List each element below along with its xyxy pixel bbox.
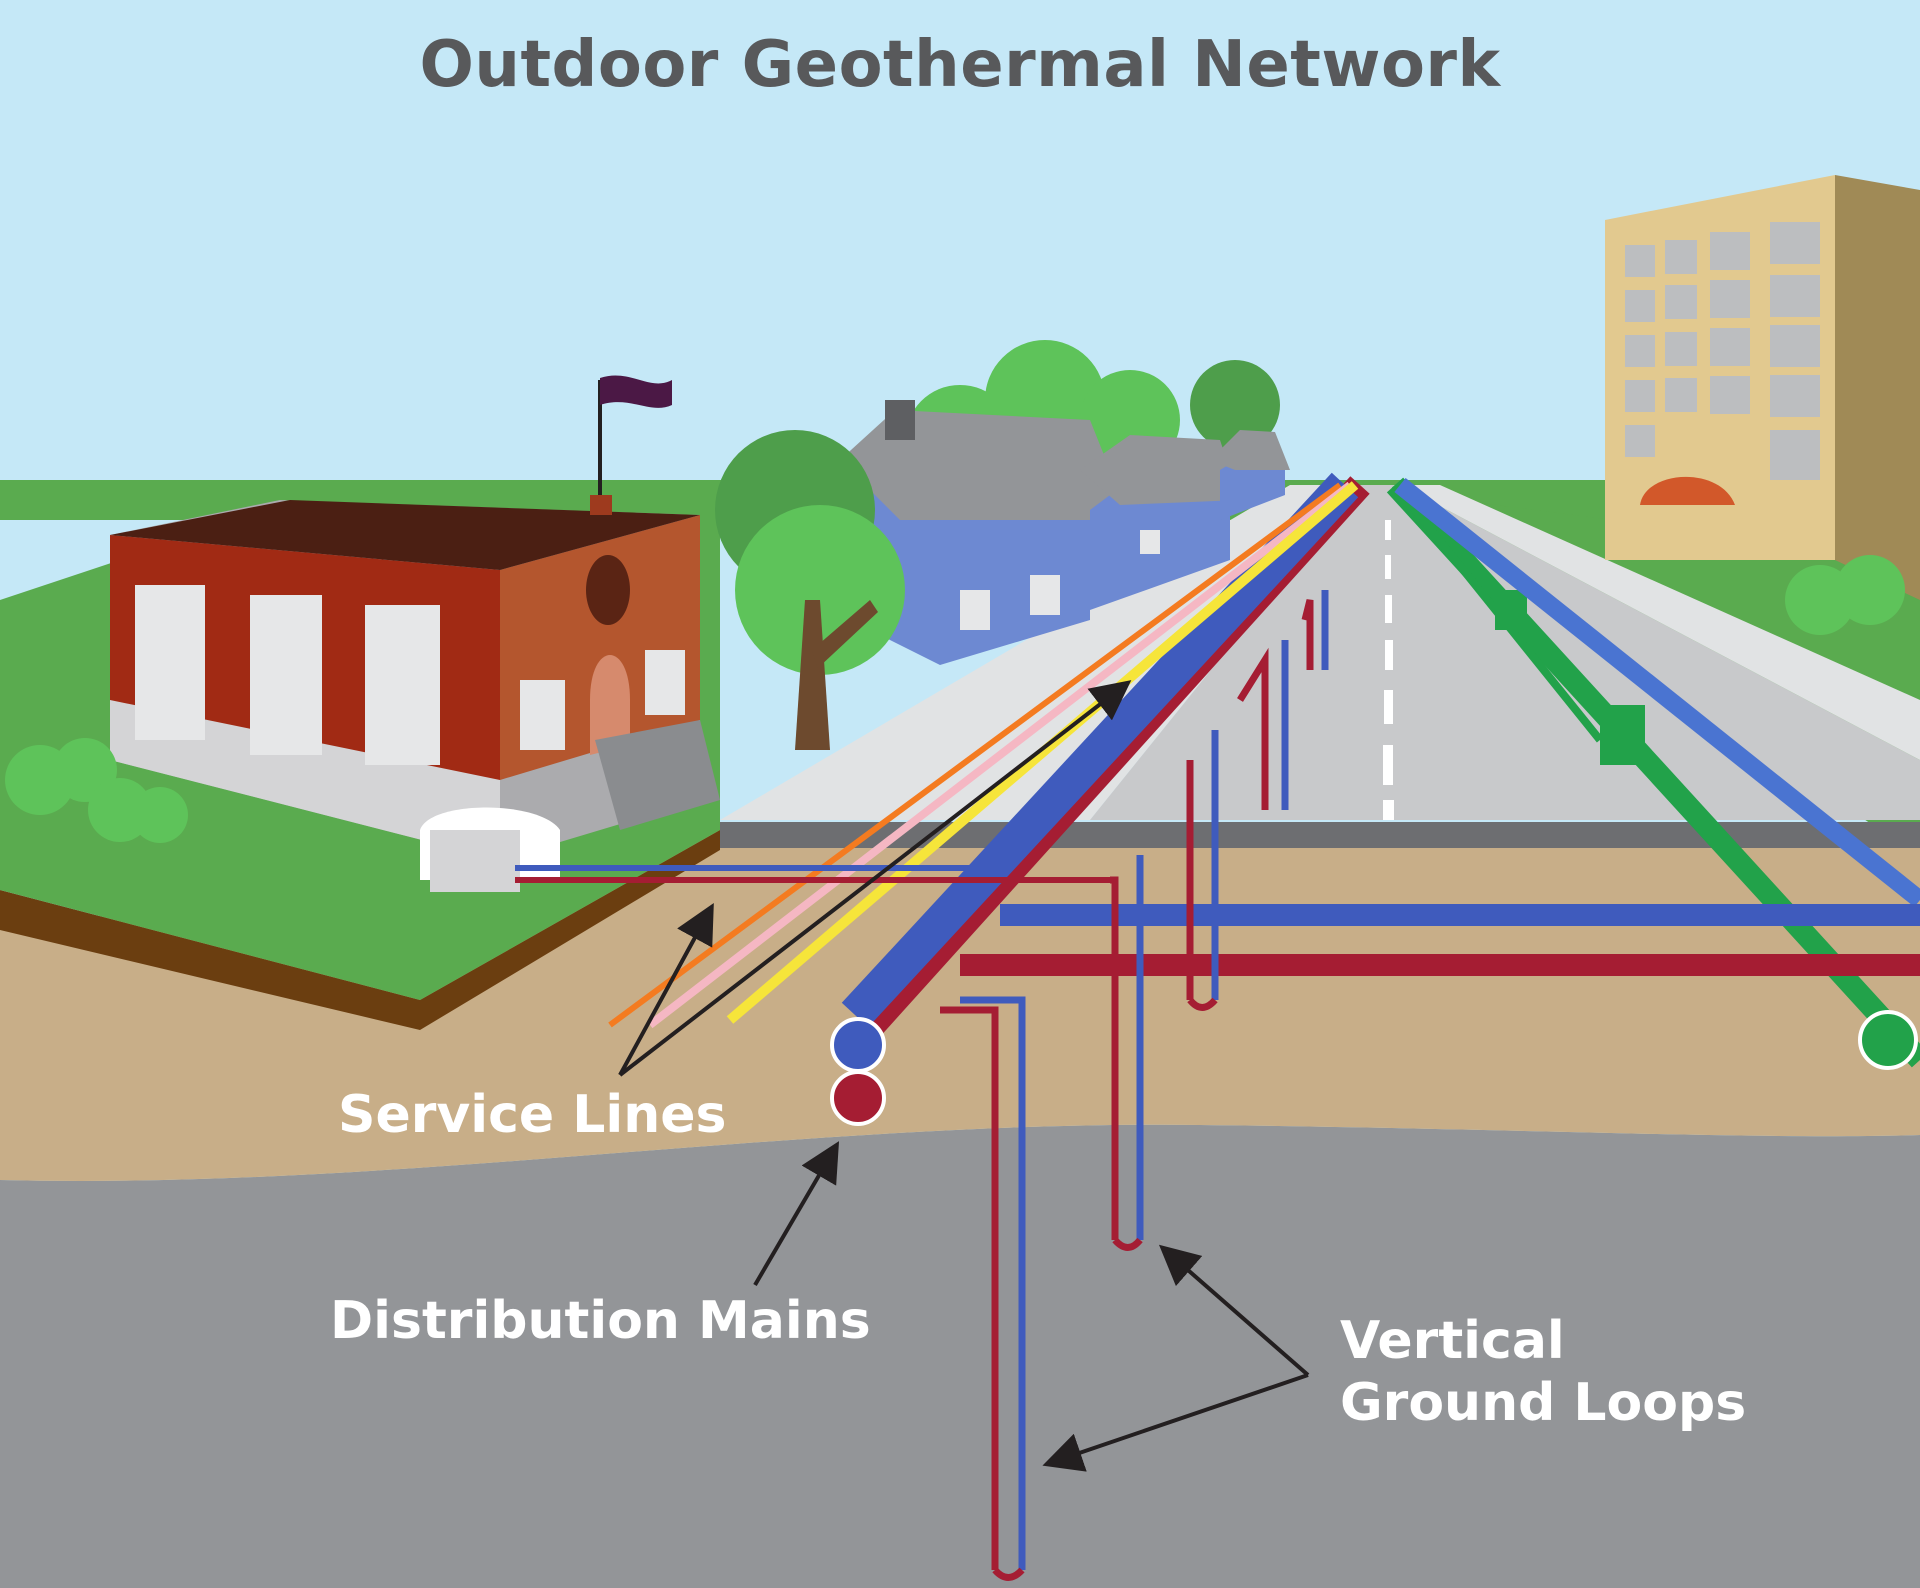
vertical-ground-loops-label-line2: Ground Loops: [1340, 1373, 1747, 1433]
bushes: [5, 555, 1905, 843]
manholes: [1495, 590, 1645, 765]
green-pipe-end: [1858, 1010, 1918, 1070]
road-blue-line: [1394, 477, 1920, 908]
supply-main-end: [830, 1017, 886, 1073]
road-center-line: [1383, 520, 1394, 820]
apartment-building: [1605, 175, 1920, 600]
bedrock-layer: [0, 1124, 1920, 1588]
return-main-end: [830, 1070, 886, 1126]
sidewalk-right: [1400, 485, 1920, 760]
distribution-mains: [841, 472, 1920, 1054]
diagram-title: Outdoor Geothermal Network: [419, 28, 1501, 102]
tree: [715, 430, 905, 750]
lawn-left-edge: [0, 830, 720, 1030]
school-building: [110, 375, 720, 892]
houses-row: [840, 340, 1290, 665]
vertical-ground-loops-label-line1: Vertical: [1340, 1311, 1565, 1371]
distribution-mains-label: Distribution Mains: [330, 1291, 871, 1351]
service-lines-label: Service Lines: [338, 1085, 727, 1145]
callout-arrows: [618, 680, 1310, 1472]
vertical-ground-loops: [940, 590, 1329, 1581]
vertical-ground-loops-label: Vertical Ground Loops: [1340, 1310, 1746, 1434]
service-lines: [515, 481, 1359, 1029]
